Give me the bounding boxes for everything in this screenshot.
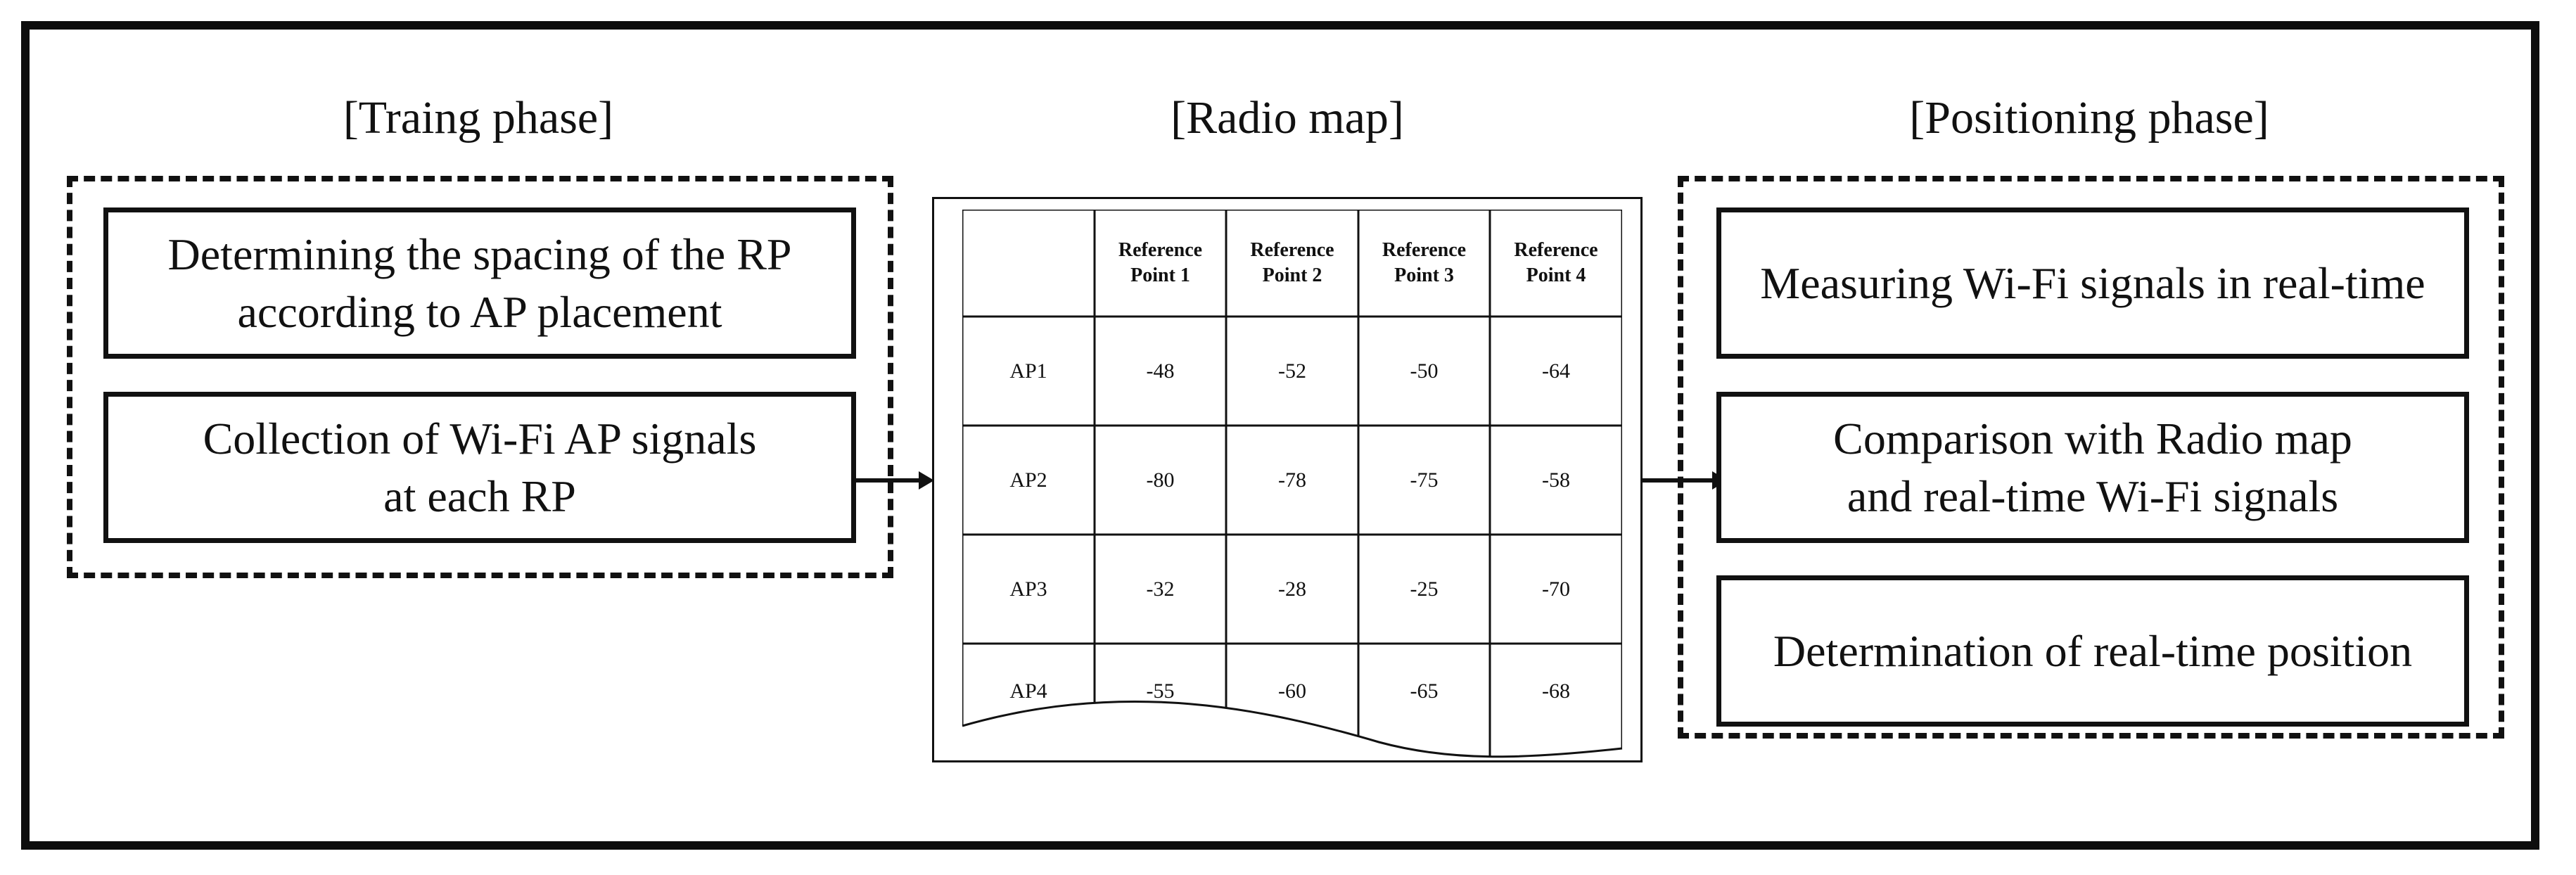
table-cell: -80 — [1146, 468, 1175, 492]
collection-text: Collection of Wi-Fi AP signals at each R… — [203, 413, 757, 521]
rp-spacing-box: Determining the spacing of the RP accord… — [103, 207, 856, 359]
torn-edge — [962, 700, 1623, 758]
table-cell: -28 — [1278, 577, 1306, 601]
radio-map-title: [Radio map] — [1171, 92, 1404, 143]
table-cell: -52 — [1278, 359, 1306, 383]
table-cell: -68 — [1542, 679, 1570, 703]
table-cell: -48 — [1146, 359, 1175, 383]
table-cell: -32 — [1146, 577, 1175, 601]
ap-label: AP2 — [1009, 468, 1047, 492]
table-cell: -70 — [1542, 577, 1570, 601]
table-cell: -60 — [1278, 679, 1306, 703]
ap-label: AP3 — [1009, 577, 1047, 601]
determination-box: Determination of real-time position — [1716, 575, 2469, 727]
table-cell: -55 — [1146, 679, 1175, 703]
collection-box: Collection of Wi-Fi AP signals at each R… — [103, 392, 856, 543]
table-cell: -58 — [1542, 468, 1570, 492]
comparison-box: Comparison with Radio map and real-time … — [1716, 392, 2469, 543]
comparison-text: Comparison with Radio map and real-time … — [1833, 413, 2352, 521]
table-cell: -25 — [1410, 577, 1439, 601]
measuring-box: Measuring Wi-Fi signals in real-time — [1716, 207, 2469, 359]
measuring-text: Measuring Wi-Fi signals in real-time — [1760, 257, 2425, 308]
training-phase-title: [Traing phase] — [343, 92, 614, 143]
table-cell: -78 — [1278, 468, 1306, 492]
rp-spacing-text: Determining the spacing of the RP accord… — [167, 229, 792, 337]
header-rp3: Reference Point 3 — [1382, 238, 1467, 286]
table-cell: -64 — [1542, 359, 1570, 383]
training-phase-group — [67, 176, 893, 578]
table-cell: -65 — [1410, 679, 1439, 703]
arrow-training-to-map — [856, 471, 934, 490]
positioning-phase-group — [1678, 176, 2504, 739]
positioning-phase-title: [Positioning phase] — [1909, 92, 2269, 143]
diagram-frame — [21, 21, 2539, 850]
header-rp2: Reference Point 2 — [1250, 238, 1334, 286]
header-rp1: Reference Point 1 — [1118, 238, 1203, 286]
ap-label: AP4 — [1009, 679, 1047, 703]
table-cell: -50 — [1410, 359, 1439, 383]
determination-text: Determination of real-time position — [1773, 625, 2413, 676]
header-rp4: Reference Point 4 — [1514, 238, 1598, 286]
radio-map-panel — [932, 197, 1643, 762]
radio-map-gridlines — [962, 210, 1622, 757]
ap-label: AP1 — [1009, 359, 1047, 383]
table-cell: -75 — [1410, 468, 1439, 492]
